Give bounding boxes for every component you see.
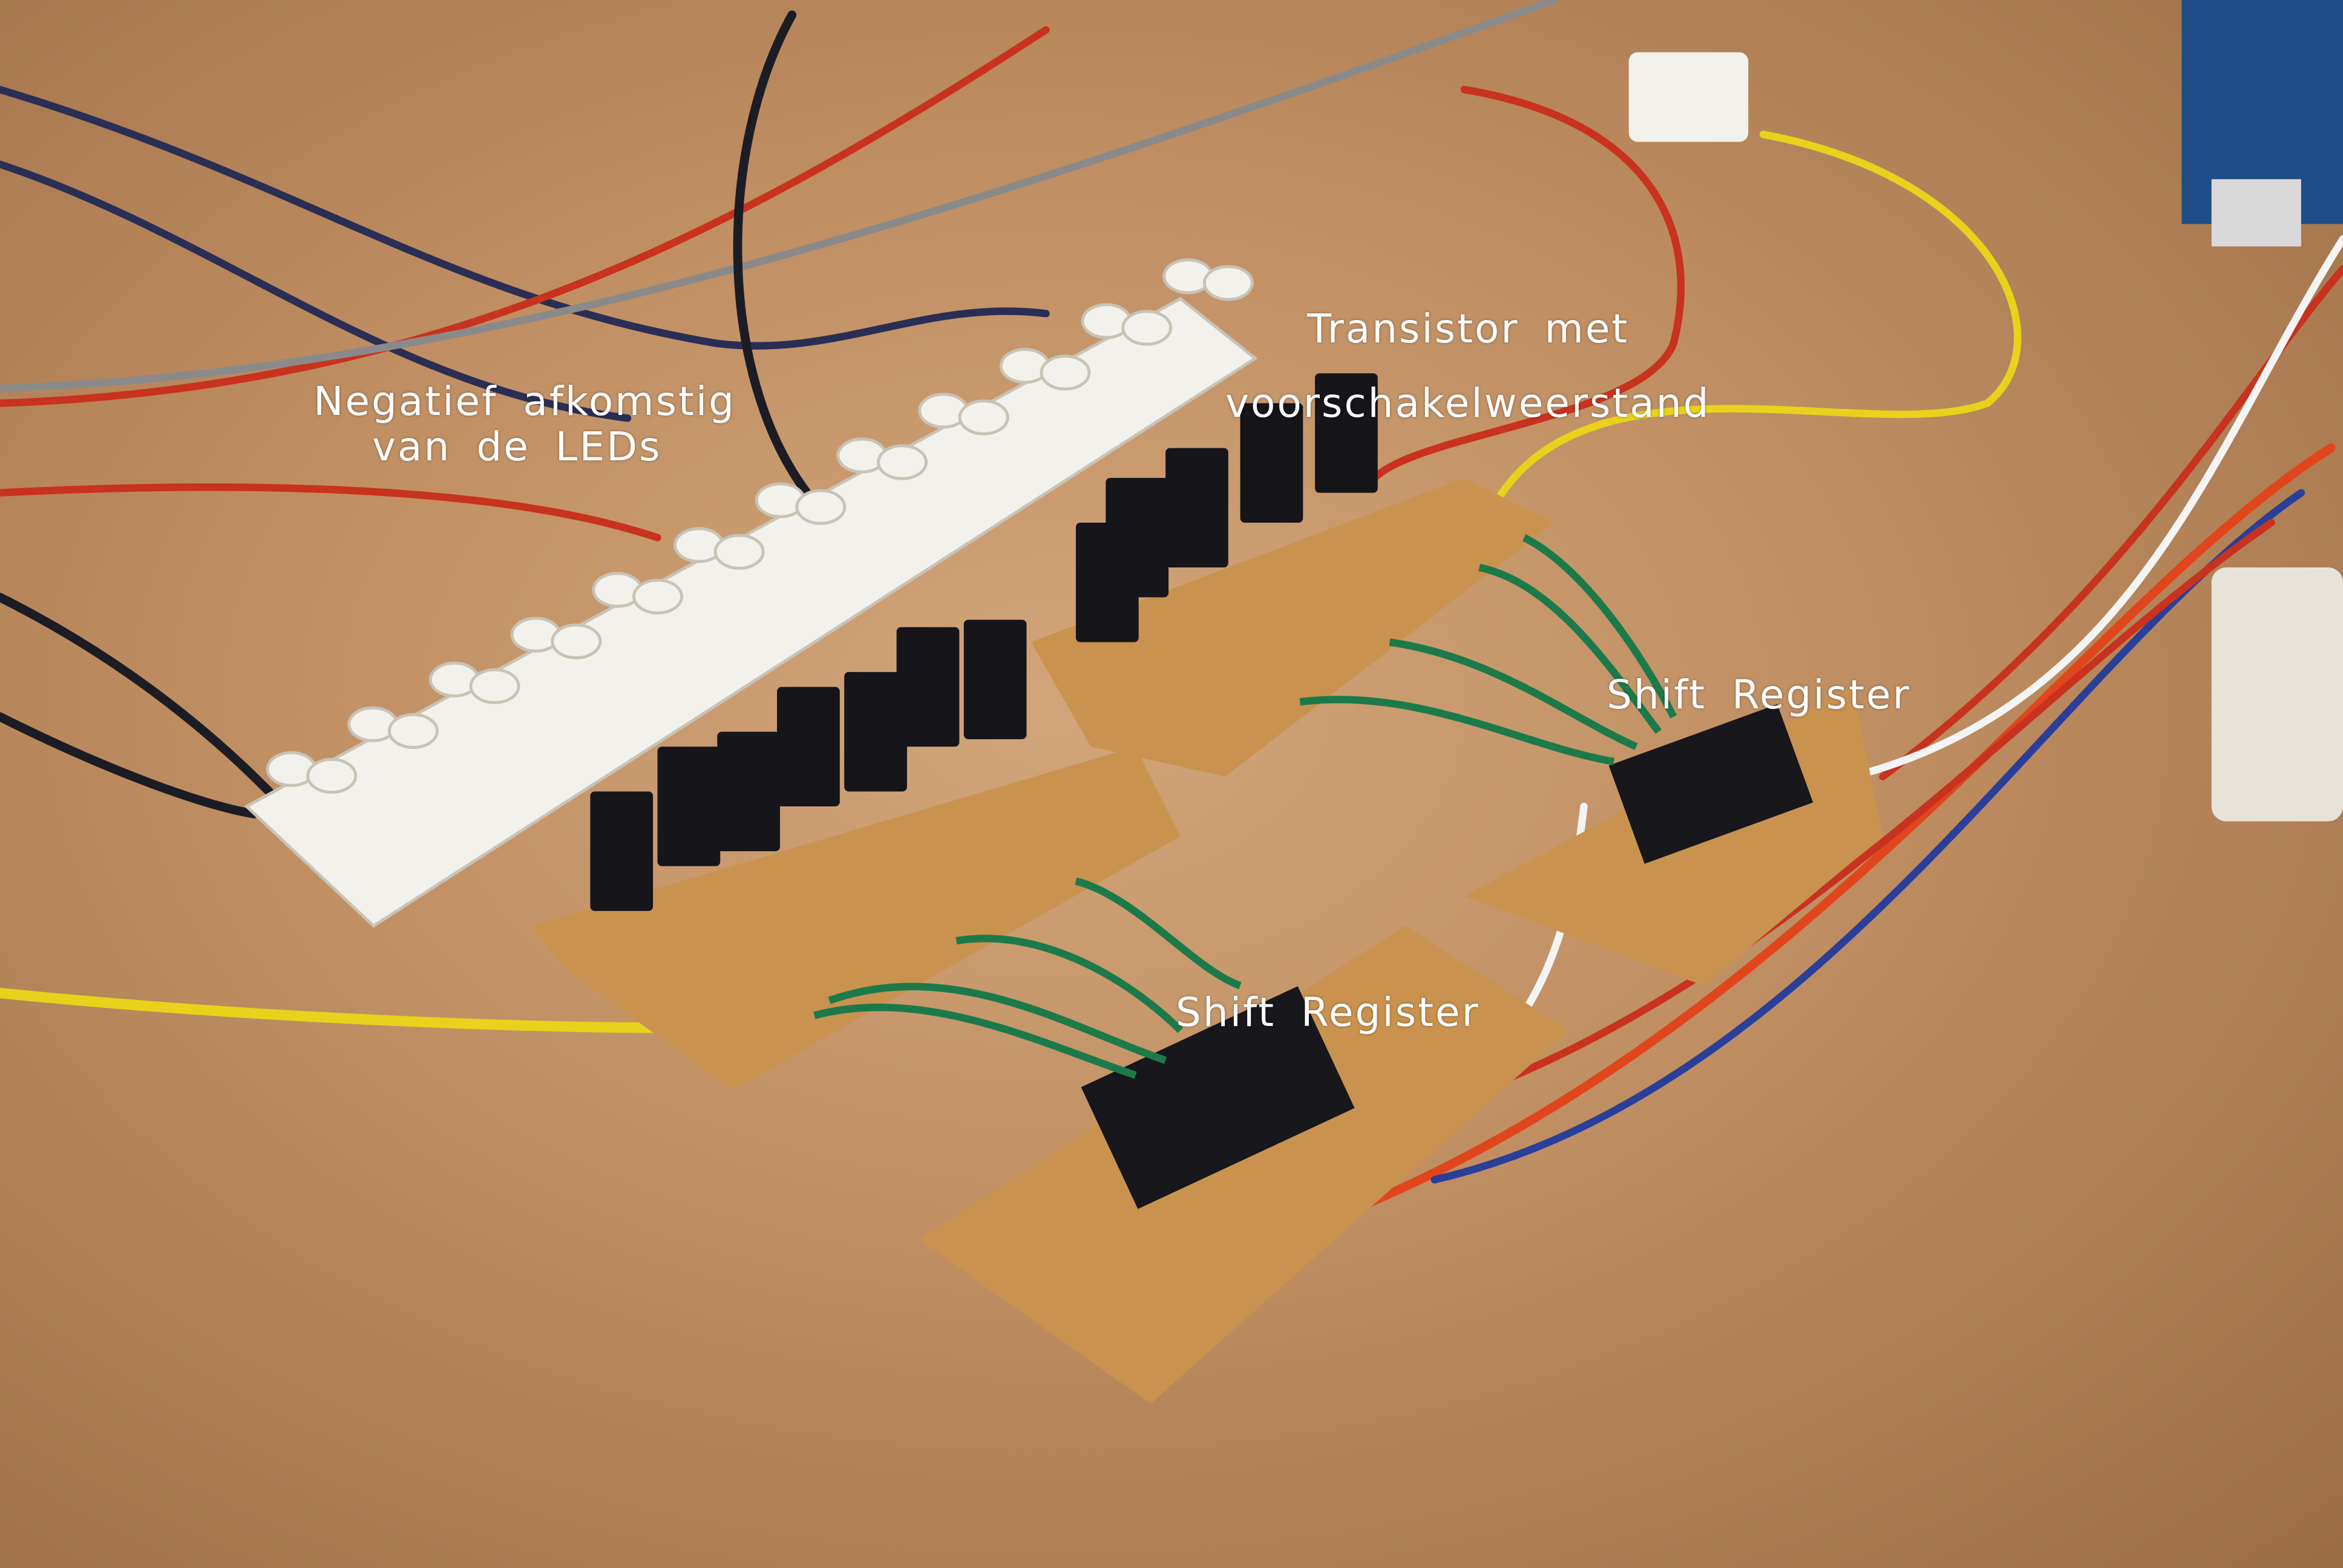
annotation-shift-register-right: Shift Register — [1607, 671, 1911, 718]
transistor — [1240, 403, 1303, 523]
annotation-shift-register-front: Shift Register — [1176, 989, 1480, 1036]
transistor — [777, 687, 840, 807]
terminal-screw-post — [795, 489, 847, 525]
pcb-back — [1031, 477, 1555, 777]
transistor — [657, 746, 721, 866]
terminal-screw-post — [632, 578, 683, 615]
terminal-screw-post — [1202, 265, 1254, 301]
pcb-front-transistors — [530, 746, 1181, 1091]
transistor — [717, 731, 781, 852]
green-jumper-wires — [813, 534, 1677, 1079]
transistor — [1165, 448, 1228, 568]
annotation-negative-line2: van de LEDs — [372, 423, 662, 470]
terminal-screw-post — [877, 444, 928, 480]
terminal-screw-post — [1121, 310, 1173, 346]
annotation-transistor-line1: Transistor met — [1307, 305, 1630, 352]
annotation-negative-line1: Negatief afkomstig — [313, 378, 736, 425]
terminal-strip — [244, 258, 1258, 928]
terminal-screw-post — [469, 668, 520, 704]
background-wires — [0, 0, 2343, 1229]
terminal-screw-post — [1040, 354, 1091, 391]
pcb-shift-register-front — [919, 926, 1569, 1404]
transistor — [896, 627, 960, 747]
terminal-screw-post — [387, 713, 439, 749]
transistor — [844, 671, 907, 792]
terminal-screw-post — [958, 399, 1009, 436]
usb-connector — [2211, 179, 2301, 247]
terminal-screw-post — [306, 757, 358, 794]
transistors — [590, 373, 1378, 911]
transistor — [963, 619, 1027, 739]
transistor — [1106, 477, 1169, 598]
terminal-screw-post — [713, 534, 765, 570]
terminal-block-small — [1628, 52, 1749, 142]
terminal-block-edge — [2211, 567, 2343, 822]
terminal-screw-post — [551, 623, 602, 659]
annotation-transistor-line2: voorschakelweerstand — [1225, 380, 1711, 426]
transistor — [1315, 373, 1378, 493]
shift-register-chip-front — [1081, 986, 1355, 1209]
shift-register-chip-right — [1608, 704, 1814, 864]
transistor — [590, 791, 654, 911]
